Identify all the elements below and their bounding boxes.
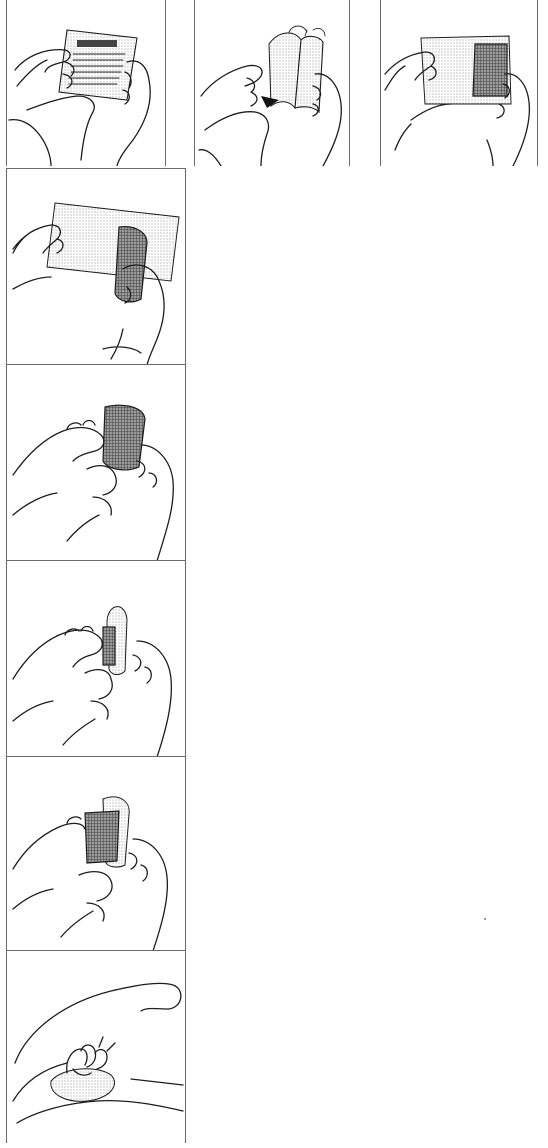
hands-peeling-liner-drawing	[7, 561, 185, 757]
step-4-illustration	[6, 168, 186, 365]
stray-mark	[484, 918, 486, 920]
step-8-illustration	[6, 950, 186, 1143]
label-text-block	[77, 40, 117, 47]
hands-patch-liner-removed-drawing	[7, 757, 185, 951]
step-5-illustration	[6, 364, 186, 561]
patch-on-upper-arm-drawing	[7, 951, 185, 1143]
hands-removing-patch-drawing	[7, 169, 185, 365]
hands-holding-pouch-drawing	[7, 0, 165, 166]
hands-open-pouch-drawing	[381, 0, 537, 166]
step-6-illustration	[6, 560, 186, 757]
hands-holding-patch-drawing	[7, 365, 185, 561]
hands-folding-pouch-drawing	[195, 0, 349, 166]
step-3-illustration	[380, 0, 538, 166]
step-2-illustration	[194, 0, 350, 166]
step-1-illustration	[6, 0, 166, 166]
step-7-illustration	[6, 756, 186, 951]
